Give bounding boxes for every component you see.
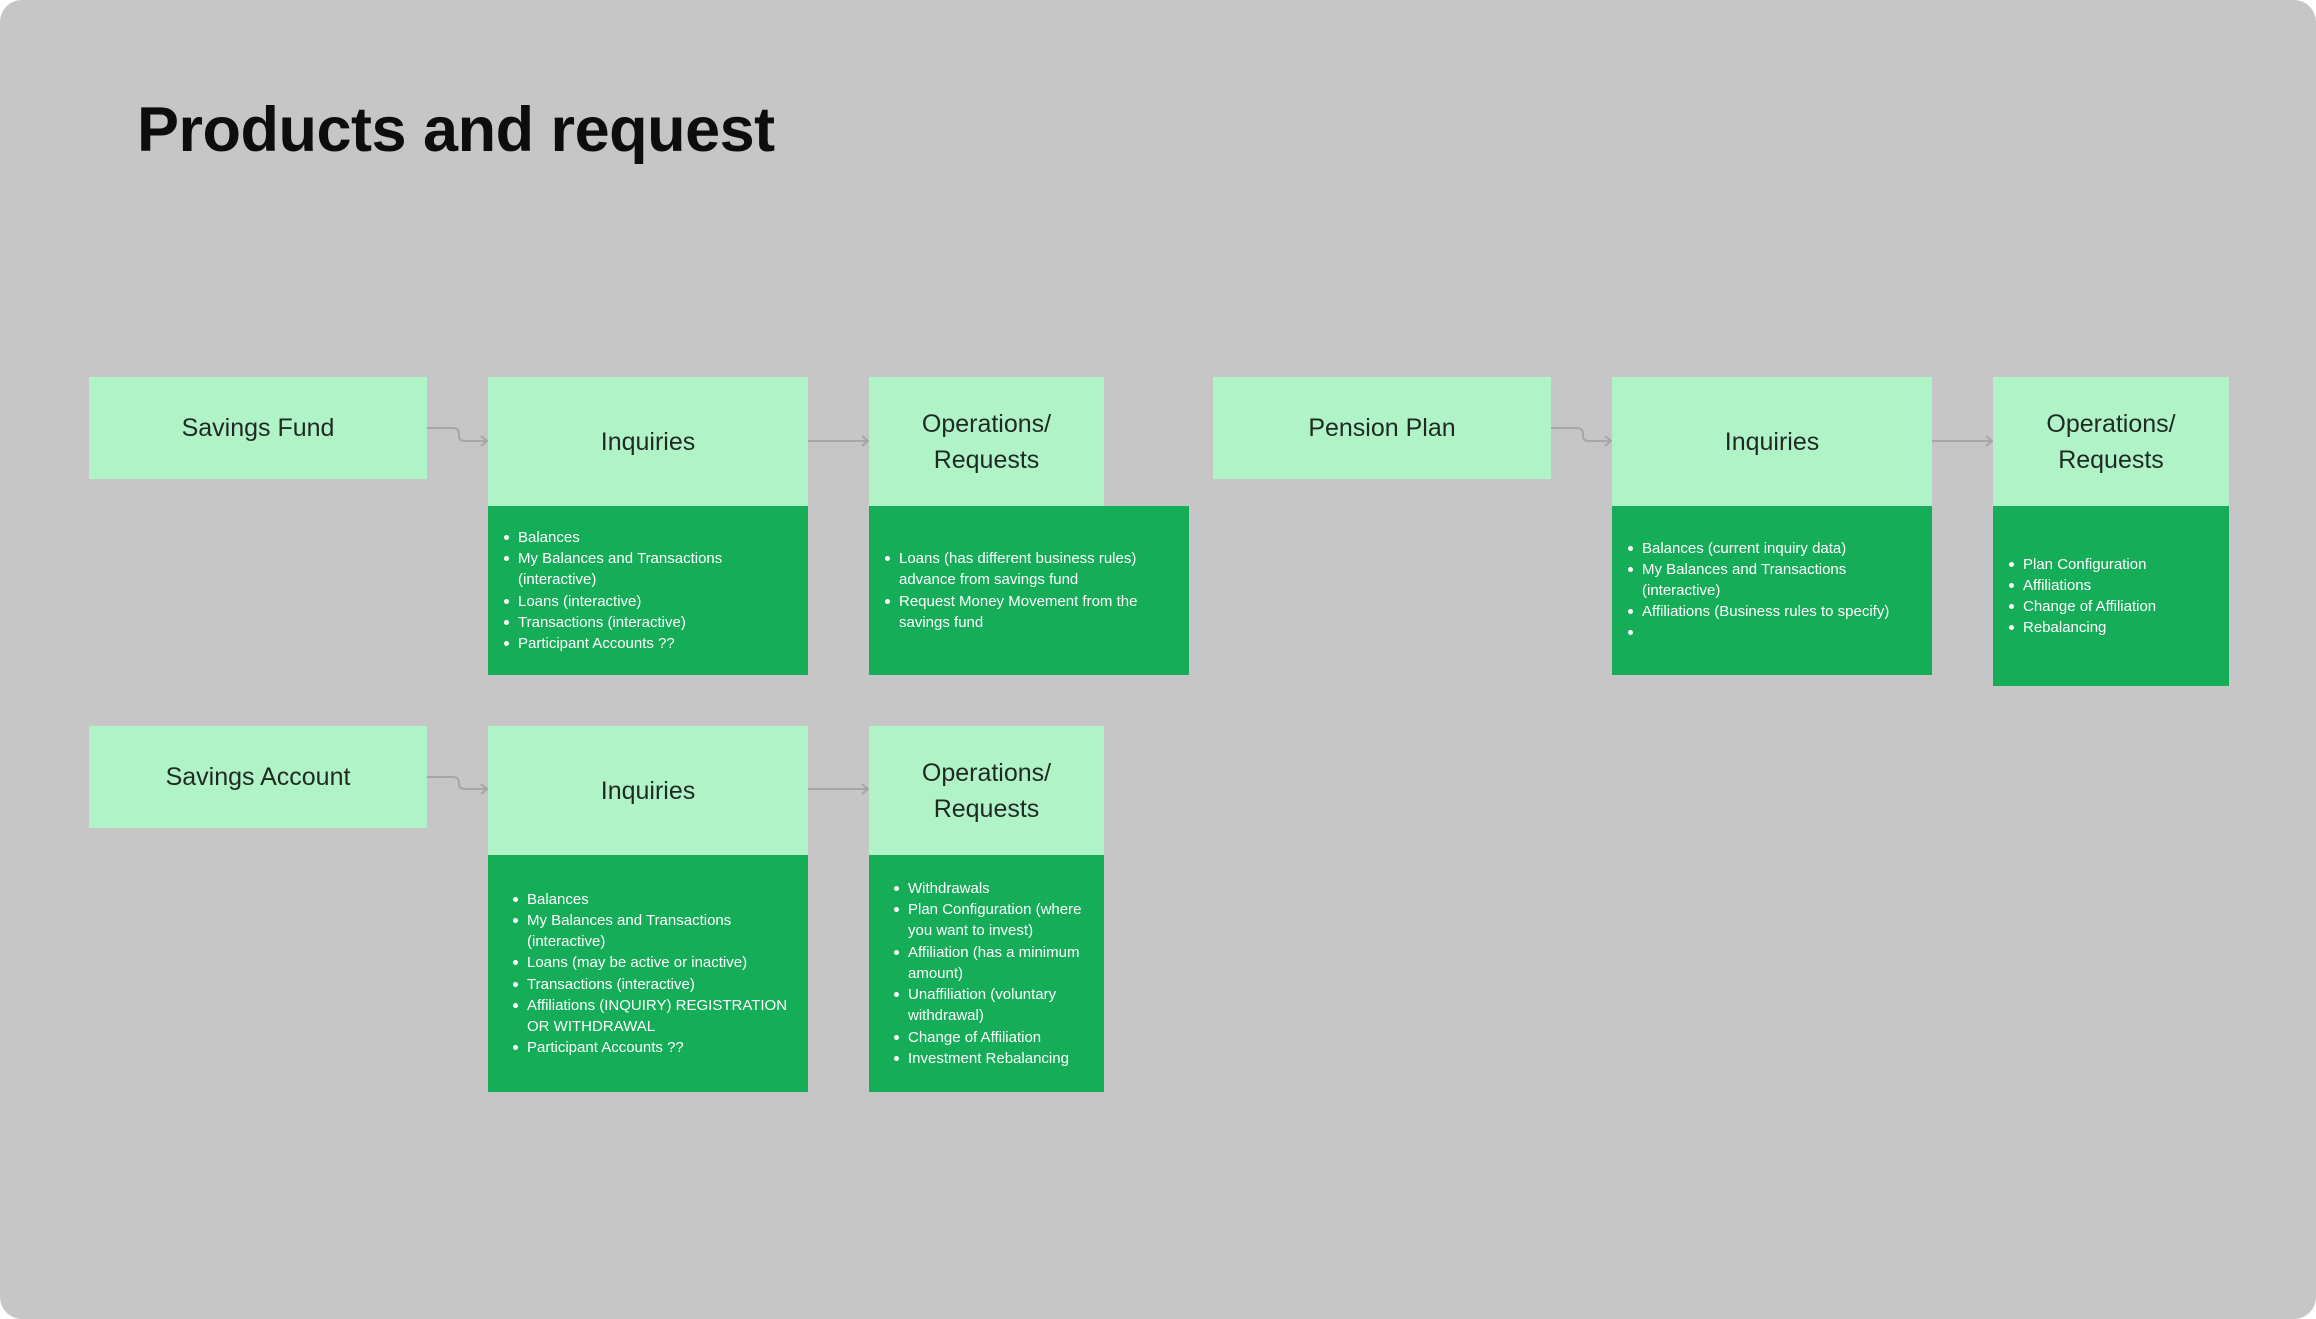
inquiries-header-savings-fund[interactable]: Inquiries	[488, 377, 808, 506]
connector-pension-plan-to-inquiries	[1551, 427, 1613, 447]
list-item: Balances (current inquiry data)	[1612, 538, 1914, 559]
list-item: Plan Configuration (where you want to in…	[878, 899, 1096, 941]
connector-savings-account-inquiries-to-operations	[808, 783, 870, 795]
list-item: My Balances and Transactions (interactiv…	[488, 548, 790, 590]
list-item: Change of Affiliation	[878, 1027, 1096, 1048]
list-item: My Balances and Transactions (interactiv…	[497, 910, 790, 952]
list-item: Balances	[488, 527, 790, 548]
connector-savings-account-to-inquiries	[427, 776, 489, 795]
connector-savings-fund-to-inquiries	[427, 427, 489, 447]
product-savings-fund[interactable]: Savings Fund	[89, 377, 427, 479]
list-item: Affiliations (INQUIRY) REGISTRATION OR W…	[497, 995, 790, 1037]
list-item: Rebalancing	[1993, 617, 2211, 638]
inquiries-header-savings-account[interactable]: Inquiries	[488, 726, 808, 855]
operations-header-pension-plan[interactable]: Operations/ Requests	[1993, 377, 2229, 506]
list-item: Plan Configuration	[1993, 554, 2211, 575]
operations-list-savings-account[interactable]: Withdrawals Plan Configuration (where yo…	[869, 855, 1104, 1092]
list-item	[1612, 622, 1914, 643]
inquiries-list-savings-fund[interactable]: Balances My Balances and Transactions (i…	[488, 506, 808, 675]
list-item: Change of Affiliation	[1993, 596, 2211, 617]
operations-header-savings-account[interactable]: Operations/ Requests	[869, 726, 1104, 855]
operations-header-savings-fund[interactable]: Operations/ Requests	[869, 377, 1104, 506]
list-item: Unaffiliation (voluntary withdrawal)	[878, 984, 1096, 1026]
list-item: Request Money Movement from the savings …	[869, 591, 1171, 633]
inquiries-header-pension-plan[interactable]: Inquiries	[1612, 377, 1932, 506]
product-savings-account[interactable]: Savings Account	[89, 726, 427, 828]
list-item: Withdrawals	[878, 878, 1096, 899]
connector-savings-fund-inquiries-to-operations	[808, 435, 870, 447]
list-item: Balances	[497, 889, 790, 910]
list-item: Participant Accounts ??	[497, 1037, 790, 1058]
product-pension-plan[interactable]: Pension Plan	[1213, 377, 1551, 479]
list-item: Loans (interactive)	[488, 591, 790, 612]
list-item: My Balances and Transactions (interactiv…	[1612, 559, 1914, 601]
list-item: Participant Accounts ??	[488, 633, 790, 654]
operations-list-pension-plan[interactable]: Plan Configuration Affiliations Change o…	[1993, 506, 2229, 686]
list-item: Transactions (interactive)	[497, 974, 790, 995]
operations-list-savings-fund[interactable]: Loans (has different business rules) adv…	[869, 506, 1189, 675]
list-item: Loans (has different business rules) adv…	[869, 548, 1171, 590]
list-item: Investment Rebalancing	[878, 1048, 1096, 1069]
list-item: Transactions (interactive)	[488, 612, 790, 633]
list-item: Affiliations	[1993, 575, 2211, 596]
list-item: Affiliation (has a minimum amount)	[878, 942, 1096, 984]
board-title: Products and request	[137, 95, 775, 165]
inquiries-list-savings-account[interactable]: Balances My Balances and Transactions (i…	[488, 855, 808, 1092]
list-item: Loans (may be active or inactive)	[497, 952, 790, 973]
connector-pension-plan-inquiries-to-operations	[1932, 435, 1994, 447]
inquiries-list-pension-plan[interactable]: Balances (current inquiry data) My Balan…	[1612, 506, 1932, 675]
list-item: Affiliations (Business rules to specify)	[1612, 601, 1914, 622]
